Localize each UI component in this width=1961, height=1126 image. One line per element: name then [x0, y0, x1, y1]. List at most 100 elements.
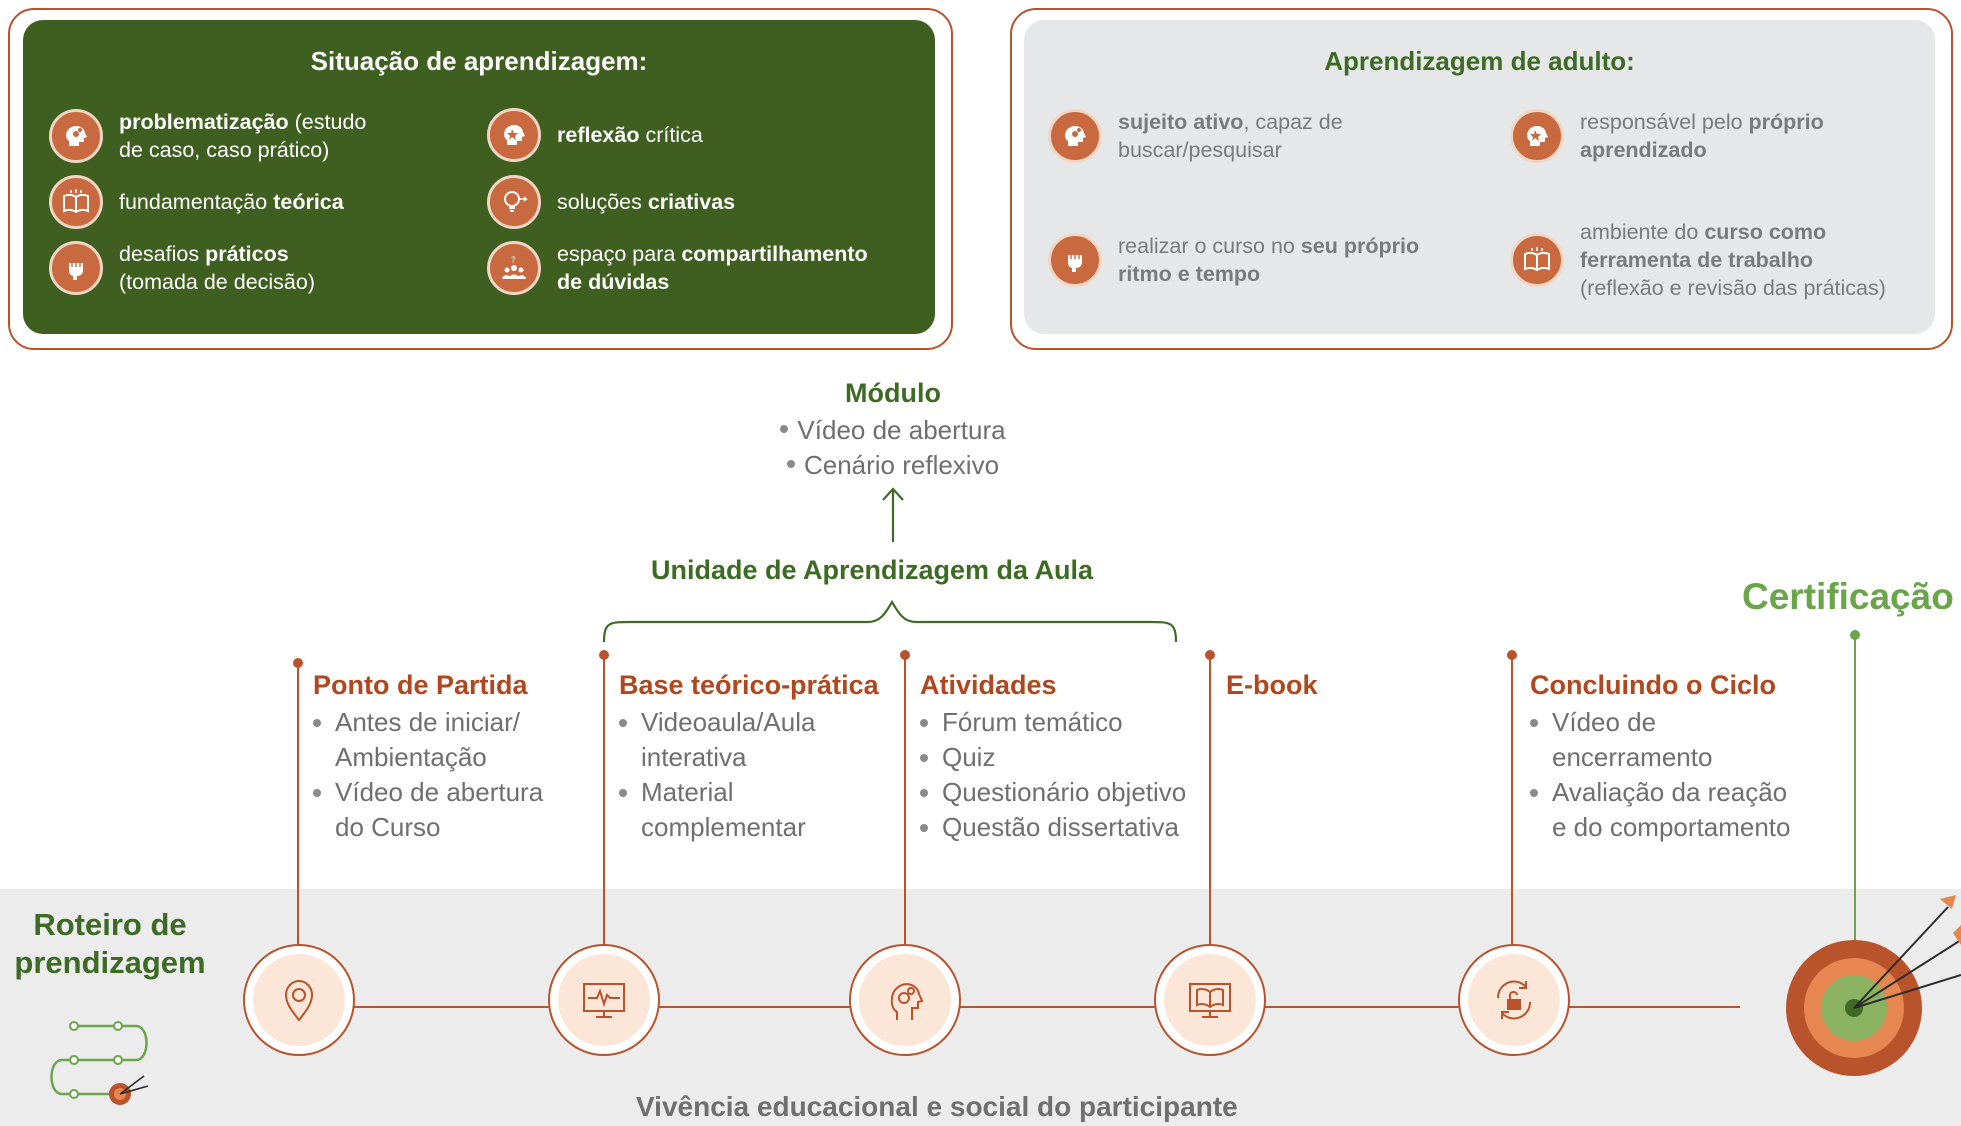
modulo-title: Módulo [845, 378, 941, 408]
stage-list-ponto-de-partida: Antes de iniciar/Ambientação Vídeo de ab… [313, 705, 543, 845]
adulto-item-sujeito: sujeito ativo, capaz de buscar/pesquisar [1048, 108, 1343, 164]
svg-text:?: ? [511, 256, 516, 266]
bullet-dot [313, 719, 321, 727]
stage-circle-atividades [849, 944, 961, 1056]
stage-connector [904, 654, 906, 944]
item-text-bold: seu próprio [1300, 234, 1420, 258]
stage-item-text: Questão dissertativa [942, 812, 1180, 842]
bullet-dot [313, 789, 321, 797]
stage-list-concluindo-o-ciclo: Vídeo de encerramento Avaliação da reação… [1530, 705, 1790, 845]
item-text-line2: de caso, caso prático) [119, 138, 330, 162]
item-text: ambiente do [1580, 220, 1705, 244]
bullet-dot [786, 460, 795, 469]
stage-item-text: Quiz [942, 742, 996, 772]
bullet-dot [920, 789, 928, 797]
roteiro-title: Roteiro de prendizagem [0, 906, 220, 982]
open-book-icon [49, 175, 103, 229]
item-text-post: (estudo [288, 110, 367, 134]
stage-item: Antes de iniciar/Ambientação [313, 705, 543, 775]
stage-circle-ponto-de-partida [243, 944, 355, 1056]
item-text: realizar o curso no [1118, 234, 1301, 258]
path-target-icon [50, 1021, 149, 1105]
ebook-monitor-icon [1189, 983, 1231, 1018]
item-text-line2: buscar/pesquisar [1118, 138, 1282, 162]
stage-item: Material complementar [619, 775, 815, 845]
situacao-item-problematizacao: problematização (estudo de caso, caso pr… [49, 108, 366, 164]
stage-title-ponto-de-partida: Ponto de Partida [313, 670, 528, 700]
item-text-bold: curso como [1704, 220, 1827, 244]
item-text-line2: ferramenta de trabalho [1580, 248, 1813, 272]
head-gears-icon [890, 983, 924, 1020]
stage-title-atividades: Atividades [920, 670, 1057, 700]
open-book-icon [1510, 233, 1564, 287]
adulto-item-responsavel: responsável pelo próprio aprendizado [1510, 108, 1824, 164]
bullet-dot [920, 754, 928, 762]
stage-item-text: complementar [641, 812, 806, 842]
bullet-dot [619, 719, 627, 727]
group-question-icon: ? [487, 241, 541, 295]
item-text: responsável pelo [1580, 110, 1749, 134]
adulto-item-ritmo: realizar o curso no seu próprio ritmo e … [1048, 232, 1419, 288]
brain-spark-icon [1510, 109, 1564, 163]
brain-spark-icon [487, 108, 541, 162]
item-text-line2: ritmo e tempo [1118, 262, 1261, 286]
stage-connector [297, 662, 299, 944]
stage-circle-concluindo-o-ciclo [1458, 944, 1570, 1056]
situacao-box: Situação de aprendizagem: problematizaçã… [23, 20, 935, 334]
item-text-bold: próprio [1748, 110, 1824, 134]
brain-gears-icon [49, 109, 103, 163]
item-text-bold: problematização [119, 110, 289, 134]
item-text-bold: compartilhamento [681, 242, 868, 266]
item-text-bold: criativas [647, 190, 736, 214]
location-pin-icon [284, 979, 314, 1022]
item-text: , capaz de [1243, 110, 1343, 134]
stage-item-text: Vídeo de [1552, 707, 1657, 737]
roteiro-title-line: Roteiro de [33, 907, 187, 942]
item-text-bold: sujeito ativo [1118, 110, 1244, 134]
raised-fist-icon [49, 241, 103, 295]
stage-item-text: Questionário objetivo [942, 777, 1187, 807]
stage-title-base-teorico-pratica: Base teórico-prática [619, 670, 879, 700]
item-text-bold: práticos [205, 242, 289, 266]
adulto-title: Aprendizagem de adulto: [1324, 46, 1635, 76]
item-text-line2: aprendizado [1580, 138, 1707, 162]
bullet-dot [1530, 789, 1538, 797]
stage-item-text: encerramento [1552, 742, 1713, 772]
item-text-pre: espaço para [557, 242, 682, 266]
adulto-item-ambiente: ambiente do curso como ferramenta de tra… [1510, 218, 1886, 302]
unidade-brace [602, 599, 1178, 643]
stage-list-atividades: Fórum temático Quiz Questionário objetiv… [920, 705, 1186, 845]
modulo-item: Vídeo de abertura [693, 413, 1093, 448]
item-text-post: crítica [639, 123, 703, 147]
item-text-pre: fundamentação [119, 190, 274, 214]
stage-item-text: Avaliação da reação [1552, 777, 1788, 807]
stage-item: Quiz [920, 740, 1186, 775]
monitor-pulse-icon [583, 983, 625, 1018]
lightbulb-icon [487, 175, 541, 229]
stage-item-text: Material [641, 777, 734, 807]
stage-item: Questão dissertativa [920, 810, 1186, 845]
modulo-item-text: Cenário reflexivo [803, 450, 1000, 480]
bullet-dot [920, 824, 928, 832]
stage-item-text: e do comportamento [1552, 812, 1791, 842]
item-text-pre: desafios [119, 242, 206, 266]
item-text-bold: teórica [273, 190, 344, 214]
stage-circle-base-teorico-pratica [548, 944, 660, 1056]
stage-item: Fórum temático [920, 705, 1186, 740]
situacao-item-compartilhamento: ? espaço para compartilhamento de dúvida… [487, 240, 868, 296]
certificacao-connector [1854, 634, 1856, 954]
brain-gears-icon [1048, 109, 1102, 163]
target-icon [1786, 895, 1961, 1076]
stage-item-text: Fórum temático [942, 707, 1123, 737]
item-text-line2: de dúvidas [557, 270, 670, 294]
situacao-item-reflexao: reflexão crítica [487, 108, 703, 162]
situacao-title: Situação de aprendizagem: [310, 46, 648, 76]
stage-item-text: Videoaula/Aula [641, 707, 816, 737]
stage-item-text: Vídeo de abertura [335, 777, 544, 807]
stage-connector [1209, 654, 1211, 944]
certificacao-title: Certificação [1742, 576, 1954, 617]
unidade-title: Unidade de Aprendizagem da Aula [651, 555, 1094, 585]
stage-circle-e-book [1154, 944, 1266, 1056]
